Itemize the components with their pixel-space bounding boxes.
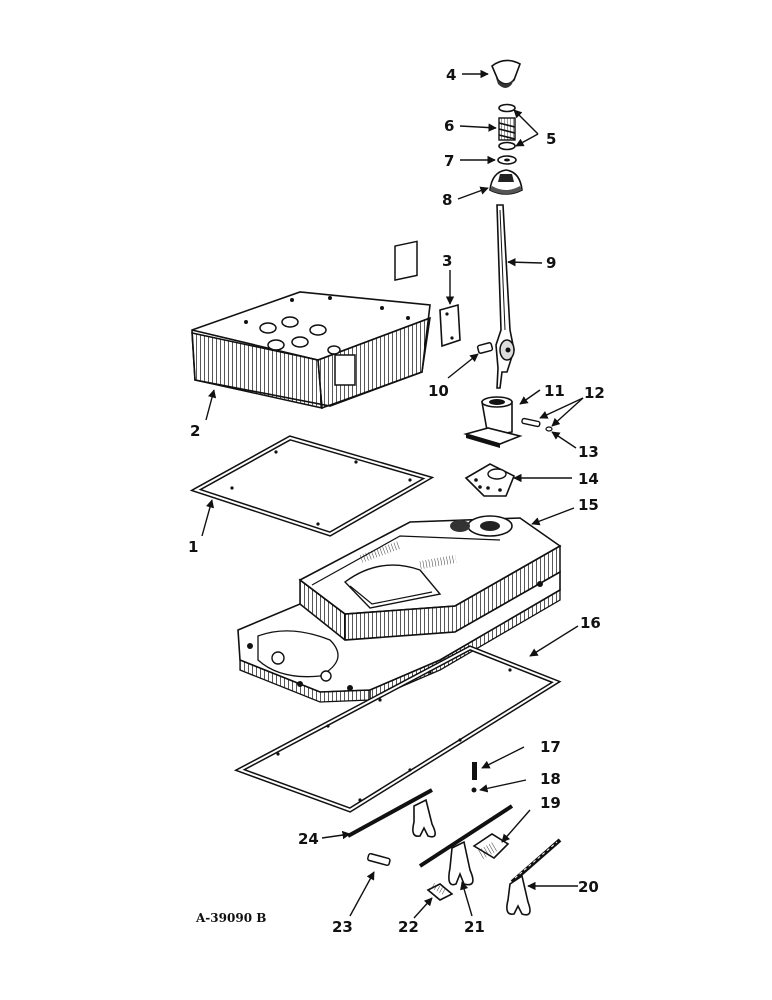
spring-part bbox=[498, 117, 516, 141]
callout-14: 14 bbox=[578, 470, 599, 488]
leader-lines bbox=[201, 69, 584, 919]
callout-11: 11 bbox=[544, 382, 565, 400]
callout-21: 21 bbox=[464, 918, 485, 936]
callout-16: 16 bbox=[580, 614, 601, 632]
lever-cap-part bbox=[489, 169, 523, 195]
callout-19: 19 bbox=[540, 794, 561, 812]
drawing-number: A-39090 B bbox=[195, 911, 266, 925]
callout-labels: 4 5 6 7 8 9 3 10 2 11 12 13 14 1 15 16 1… bbox=[188, 66, 605, 936]
callout-9: 9 bbox=[546, 254, 556, 272]
callout-8: 8 bbox=[442, 191, 452, 209]
callout-10: 10 bbox=[428, 382, 449, 400]
callout-12: 12 bbox=[584, 384, 605, 402]
bottom-gasket-part bbox=[233, 645, 562, 813]
poppet-pin-part bbox=[471, 762, 477, 793]
callout-7: 7 bbox=[444, 152, 454, 170]
callout-22: 22 bbox=[398, 918, 419, 936]
callout-20: 20 bbox=[578, 878, 599, 896]
interlock-pin-part bbox=[367, 852, 391, 867]
lock-plate-part bbox=[426, 882, 454, 901]
washer-part bbox=[497, 155, 517, 165]
shifter-block-part bbox=[472, 833, 510, 860]
callout-24: 24 bbox=[298, 830, 319, 848]
callout-23: 23 bbox=[332, 918, 353, 936]
callout-2: 2 bbox=[190, 422, 200, 440]
callout-15: 15 bbox=[578, 496, 599, 514]
tower-pin-part bbox=[521, 417, 553, 432]
snap-ring-parts bbox=[498, 103, 516, 151]
shift-knob-part bbox=[491, 59, 521, 88]
cover-plate-part bbox=[439, 303, 461, 348]
callout-4: 4 bbox=[446, 66, 456, 84]
callout-17: 17 bbox=[540, 738, 561, 756]
callout-6: 6 bbox=[444, 117, 454, 135]
shift-rail-fork-part-21 bbox=[418, 803, 514, 886]
pin-part bbox=[476, 342, 494, 354]
callout-5: 5 bbox=[546, 130, 556, 148]
callout-1: 1 bbox=[188, 538, 198, 556]
shift-tower-part bbox=[463, 396, 523, 448]
callout-3: 3 bbox=[442, 252, 452, 270]
shift-lever-part bbox=[495, 204, 515, 389]
top-gasket-part bbox=[189, 435, 435, 537]
shift-rail-fork-part-24 bbox=[347, 787, 436, 838]
callout-13: 13 bbox=[578, 443, 599, 461]
top-cover-housing-part bbox=[191, 240, 431, 410]
transmission-case-part bbox=[237, 515, 562, 703]
callout-18: 18 bbox=[540, 770, 561, 788]
tower-gasket-part bbox=[464, 463, 516, 497]
shift-rail-fork-part-20 bbox=[506, 838, 562, 916]
